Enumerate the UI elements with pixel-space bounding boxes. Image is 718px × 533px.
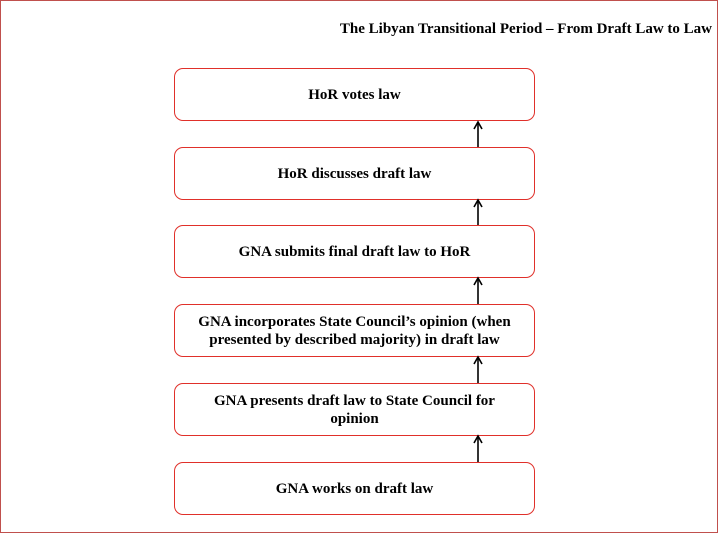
step-label: GNA works on draft law <box>275 480 434 497</box>
diagram-title: The Libyan Transitional Period – From Dr… <box>339 21 712 37</box>
step-hor-votes-law: HoR votes law <box>174 68 535 121</box>
step-label: GNA presents draft law to State Council … <box>214 392 495 427</box>
step-label: GNA submits final draft law to HoR <box>238 243 471 260</box>
step-hor-discusses-draft-law: HoR discusses draft law <box>174 147 535 200</box>
step-label: GNA incorporates State Council’s opinion… <box>198 313 511 348</box>
step-gna-incorporates-opinion: GNA incorporates State Council’s opinion… <box>174 304 535 357</box>
step-label: HoR discusses draft law <box>277 165 432 182</box>
step-gna-submits-final-draft: GNA submits final draft law to HoR <box>174 225 535 278</box>
step-gna-presents-to-state-council: GNA presents draft law to State Council … <box>174 383 535 436</box>
step-gna-works-on-draft: GNA works on draft law <box>174 462 535 515</box>
step-label: HoR votes law <box>308 86 401 103</box>
